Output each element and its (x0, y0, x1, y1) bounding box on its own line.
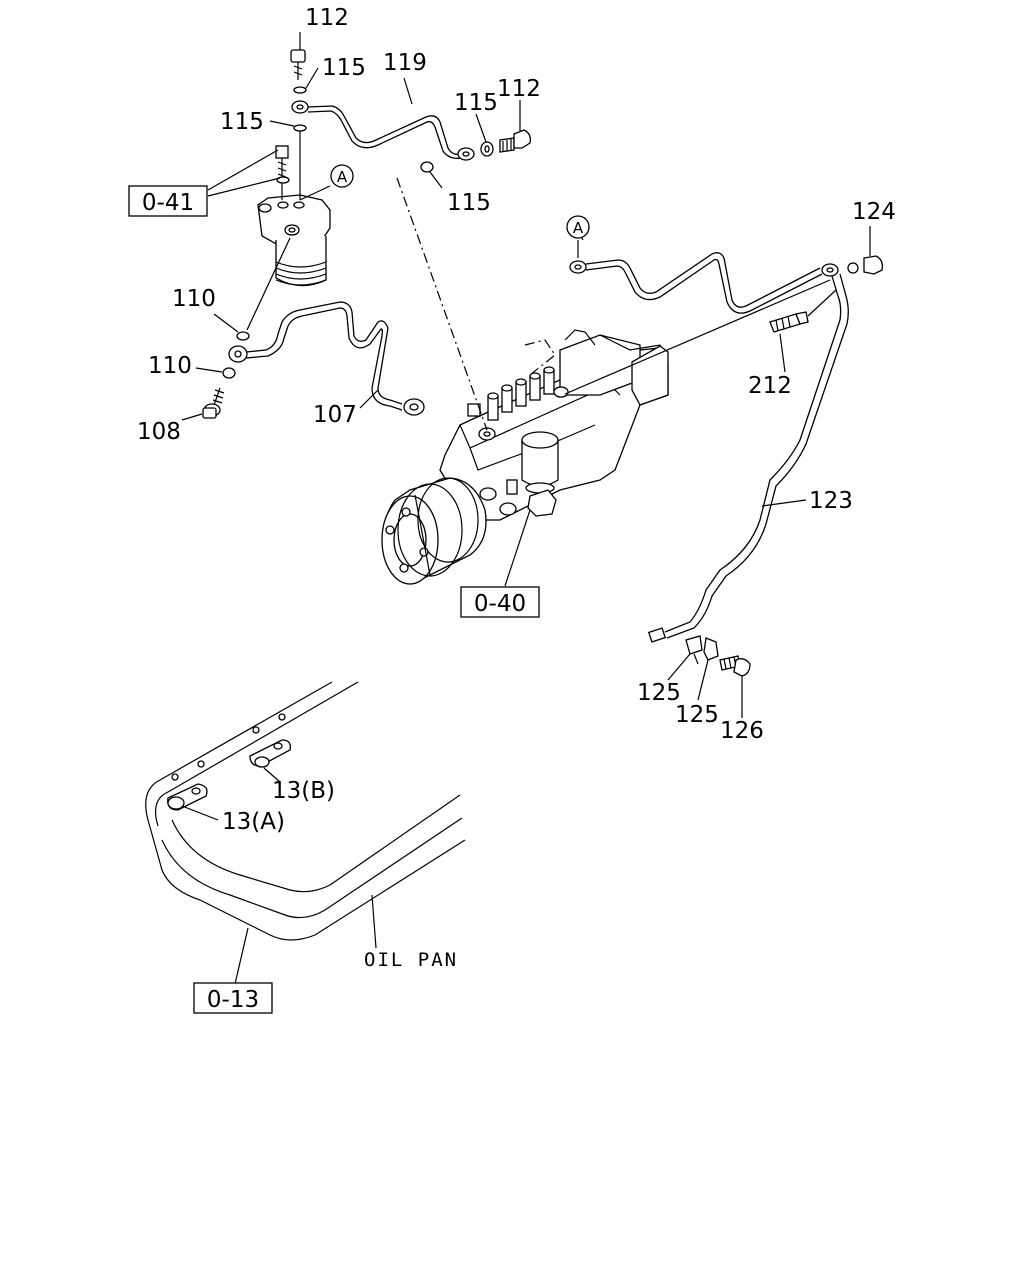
svg-text:A: A (337, 168, 348, 186)
callout-a-right: A (566, 215, 590, 239)
bolt-126 (719, 655, 751, 677)
leader-lines (181, 32, 871, 985)
clips-125 (685, 635, 719, 665)
label-oil-pan: OIL PAN (364, 949, 458, 971)
label-110-a: 110 (172, 286, 216, 312)
washer-110-b (222, 367, 236, 379)
label-123: 123 (809, 488, 853, 514)
label-115-a: 115 (322, 55, 366, 81)
ref-box-0-13[interactable]: 0-13 (193, 982, 273, 1014)
label-119: 119 (383, 50, 427, 76)
label-112-right: 112 (497, 76, 541, 102)
fuel-filter-assembly (257, 49, 331, 287)
svg-text:0-13: 0-13 (207, 987, 259, 1013)
bolt-124 (863, 255, 884, 275)
return-pipe-a (569, 252, 839, 314)
label-115-d: 115 (447, 190, 491, 216)
label-126: 126 (720, 718, 764, 744)
banjo-bolt-112-right (480, 129, 532, 157)
label-115-c: 115 (454, 90, 498, 116)
leader-115-to-pump (396, 177, 488, 431)
ref-box-0-41[interactable]: 0-41 (128, 185, 208, 217)
washer-110-a (236, 331, 250, 341)
fuel-pipe-119 (307, 105, 475, 161)
label-107: 107 (313, 402, 357, 428)
label-112-top: 112 (305, 5, 349, 31)
washer-124 (847, 262, 859, 274)
leader-212-to-pump (564, 279, 831, 395)
fitting-212 (769, 311, 809, 333)
fuel-pipe-123 (647, 273, 849, 643)
bolt-108 (202, 387, 225, 419)
delivery-valves (487, 366, 555, 421)
drive-coupling (381, 477, 487, 585)
svg-text:0-40: 0-40 (474, 591, 526, 617)
ref-box-0-40[interactable]: 0-40 (460, 586, 540, 618)
label-125-a: 125 (637, 680, 681, 706)
label-13a: 13(A) (222, 809, 285, 835)
label-115-b: 115 (220, 109, 264, 135)
label-212: 212 (748, 373, 792, 399)
washer-115-d (420, 161, 434, 173)
label-124: 124 (852, 199, 896, 225)
oil-pan (145, 681, 466, 941)
fuel-pipe-107 (228, 301, 425, 416)
callout-a-left: A (330, 164, 354, 188)
label-110-b: 110 (148, 353, 192, 379)
svg-text:0-41: 0-41 (142, 190, 194, 216)
label-13b: 13(B) (272, 778, 335, 804)
label-108: 108 (137, 419, 181, 445)
label-125-b: 125 (675, 702, 719, 728)
svg-text:A: A (573, 219, 584, 237)
